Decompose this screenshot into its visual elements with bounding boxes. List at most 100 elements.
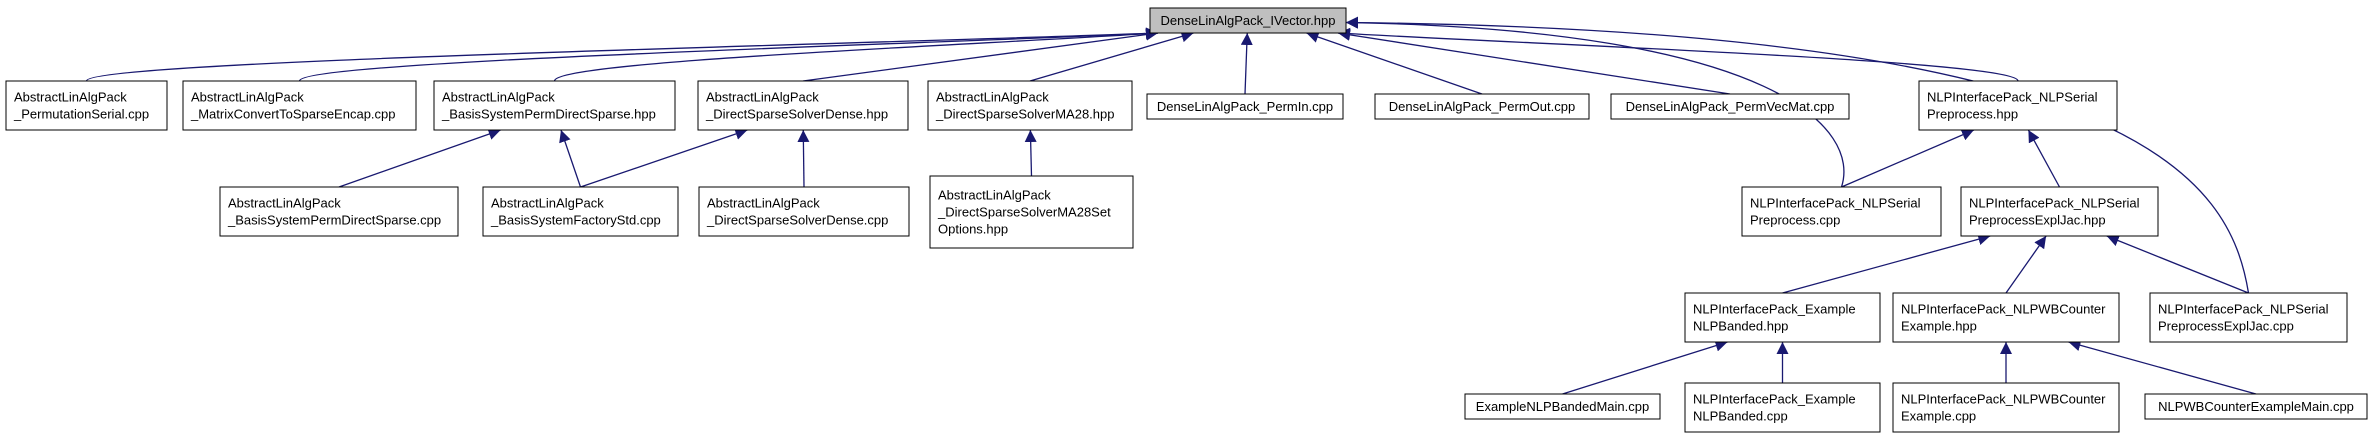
edge-basis_factory-to-dss_dense_hpp: [580, 128, 748, 188]
node-box: [1892, 382, 2120, 433]
node-root[interactable]: DenseLinAlgPack_IVector.hpp: [1149, 7, 1347, 34]
node-label-line: AbstractLinAlgPack: [191, 90, 304, 105]
edge-basis_factory-to-basis_perm_hpp: [559, 129, 582, 188]
node-label-line: _BasisSystemPermDirectSparse.hpp: [441, 107, 656, 122]
edge-ex_main-to-ex_banded_hpp: [1562, 339, 1728, 395]
node-box: [1464, 393, 1661, 420]
node-label-line: NLPInterfacePack_NLPSerial: [1927, 90, 2098, 105]
edge-permout-to-root: [1306, 31, 1483, 95]
node-nlp-jac-hpp[interactable]: NLPInterfacePack_NLPSerialPreprocessExpl…: [1960, 186, 2159, 237]
node-label-line: DenseLinAlgPack_PermOut.cpp: [1389, 99, 1575, 114]
node-label-line: _MatrixConvertToSparseEncap.cpp: [190, 107, 396, 122]
node-box: [1610, 93, 1850, 120]
node-basis-perm-cpp[interactable]: AbstractLinAlgPack_BasisSystemPermDirect…: [219, 186, 459, 237]
node-label-line: AbstractLinAlgPack: [491, 196, 604, 211]
edge-matrix_convert-to-root: [298, 27, 1159, 82]
node-box: [219, 186, 459, 237]
edge-perm_serial-to-root: [85, 27, 1159, 82]
node-box: [5, 80, 168, 131]
edge-permvecmat-to-root: [1337, 28, 1731, 95]
node-box: [2149, 292, 2348, 343]
node-box: [929, 175, 1134, 249]
node-box: [482, 186, 679, 237]
edges: [85, 16, 2257, 395]
node-dss-dense-cpp[interactable]: AbstractLinAlgPack _DirectSparseSolverDen…: [698, 186, 910, 237]
node-matrix-convert[interactable]: AbstractLinAlgPack _MatrixConvertToSparse…: [182, 80, 417, 131]
node-label-line: NLPInterfacePack_NLPSerial: [1969, 196, 2140, 211]
edge-basis_perm_hpp-to-root: [553, 27, 1159, 82]
node-label-line: Example.cpp: [1901, 409, 1976, 424]
edge-nlp_prep_cpp-to-nlp_prep_hpp: [1841, 129, 1975, 188]
node-box: [1892, 292, 2120, 343]
node-label-line: _DirectSparseSolverMA28.hpp: [935, 107, 1114, 122]
node-label-line: NLPInterfacePack_NLPWBCounter: [1901, 302, 2106, 317]
edge-wb_hpp-to-nlp_jac_hpp: [2005, 235, 2047, 294]
node-box: [1741, 186, 1942, 237]
node-label-line: Options.hpp: [938, 222, 1008, 237]
node-ex-main[interactable]: ExampleNLPBandedMain.cpp: [1464, 393, 1661, 420]
node-label-line: AbstractLinAlgPack: [706, 90, 819, 105]
node-box: [182, 80, 417, 131]
node-ex-banded-hpp[interactable]: NLPInterfacePack_ExampleNLPBanded.hpp: [1684, 292, 1881, 343]
node-label-line: PreprocessExplJac.cpp: [2158, 319, 2294, 334]
node-label-line: AbstractLinAlgPack: [938, 188, 1051, 203]
node-basis-factory[interactable]: AbstractLinAlgPack _BasisSystemFactoryStd…: [482, 186, 679, 237]
node-label-line: NLPBanded.hpp: [1693, 319, 1788, 334]
node-label-line: ExampleNLPBandedMain.cpp: [1476, 399, 1649, 414]
node-box: [1960, 186, 2159, 237]
node-label-line: NLPInterfacePack_Example: [1693, 302, 1856, 317]
edge-ma28_set-to-dss_ma28_hpp: [1024, 129, 1037, 177]
edge-basis_perm_cpp-to-basis_perm_hpp: [338, 128, 501, 188]
node-nlp-jac-cpp[interactable]: NLPInterfacePack_NLPSerialPreprocessExpl…: [2149, 292, 2348, 343]
edge-dss_ma28_hpp-to-root: [1029, 30, 1194, 82]
node-label-line: _BasisSystemPermDirectSparse.cpp: [227, 213, 441, 228]
node-wb-main[interactable]: NLPWBCounterExampleMain.cpp: [2144, 393, 2368, 420]
edge-dss_dense_cpp-to-dss_dense_hpp: [797, 129, 810, 188]
node-box: [1146, 93, 1344, 120]
node-permout[interactable]: DenseLinAlgPack_PermOut.cpp: [1374, 93, 1590, 120]
node-label-line: AbstractLinAlgPack: [707, 196, 820, 211]
node-perm-serial[interactable]: AbstractLinAlgPack_PermutationSerial.cpp: [5, 80, 168, 131]
node-wb-cpp[interactable]: NLPInterfacePack_NLPWBCounterExample.cpp: [1892, 382, 2120, 433]
edge-nlp_jac_hpp-to-nlp_prep_hpp: [2027, 129, 2061, 188]
edge-ex_banded_hpp-to-nlp_jac_hpp: [1782, 233, 1991, 294]
node-box: [927, 80, 1133, 131]
node-box: [1374, 93, 1590, 120]
edge-dss_dense_hpp-to-root: [802, 28, 1159, 82]
node-label-line: Preprocess.cpp: [1750, 213, 1840, 228]
node-wb-hpp[interactable]: NLPInterfacePack_NLPWBCounterExample.hpp: [1892, 292, 2120, 343]
node-permvecmat[interactable]: DenseLinAlgPack_PermVecMat.cpp: [1610, 93, 1850, 120]
edge-wb_main-to-wb_hpp: [2068, 339, 2257, 395]
node-label-line: _DirectSparseSolverMA28Set: [937, 205, 1111, 220]
node-label-line: DenseLinAlgPack_PermIn.cpp: [1157, 99, 1333, 114]
node-permin[interactable]: DenseLinAlgPack_PermIn.cpp: [1146, 93, 1344, 120]
node-label-line: _BasisSystemFactoryStd.cpp: [490, 213, 661, 228]
node-ma28-set[interactable]: AbstractLinAlgPack _DirectSparseSolverMA2…: [929, 175, 1134, 249]
edge-nlp_jac_cpp-to-root: [1345, 16, 2250, 294]
node-box: [698, 186, 910, 237]
node-box: [1149, 7, 1347, 34]
node-label-line: NLPInterfacePack_NLPWBCounter: [1901, 392, 2106, 407]
node-box: [433, 80, 676, 131]
edge-nlp_jac_cpp-to-nlp_jac_hpp: [2106, 234, 2249, 294]
node-ex-banded-cpp[interactable]: NLPInterfacePack_ExampleNLPBanded.cpp: [1684, 382, 1881, 433]
node-label-line: NLPWBCounterExampleMain.cpp: [2158, 399, 2354, 414]
node-label-line: NLPInterfacePack_NLPSerial: [2158, 302, 2329, 317]
node-label-line: NLPBanded.cpp: [1693, 409, 1788, 424]
node-label-line: NLPInterfacePack_NLPSerial: [1750, 196, 1921, 211]
node-box: [697, 80, 909, 131]
node-dss-ma28-hpp[interactable]: AbstractLinAlgPack _DirectSparseSolverMA2…: [927, 80, 1133, 131]
node-dss-dense-hpp[interactable]: AbstractLinAlgPack _DirectSparseSolverDen…: [697, 80, 909, 131]
node-label-line: DenseLinAlgPack_PermVecMat.cpp: [1626, 99, 1835, 114]
node-label-line: DenseLinAlgPack_IVector.hpp: [1161, 13, 1336, 28]
node-label-line: NLPInterfacePack_Example: [1693, 392, 1856, 407]
node-basis-perm-hpp[interactable]: AbstractLinAlgPack_BasisSystemPermDirect…: [433, 80, 676, 131]
node-label-line: Preprocess.hpp: [1927, 107, 2018, 122]
node-label-line: AbstractLinAlgPack: [936, 90, 1049, 105]
node-label-line: _DirectSparseSolverDense.hpp: [705, 107, 888, 122]
node-label-line: _DirectSparseSolverDense.cpp: [706, 213, 888, 228]
node-label-line: Example.hpp: [1901, 319, 1977, 334]
